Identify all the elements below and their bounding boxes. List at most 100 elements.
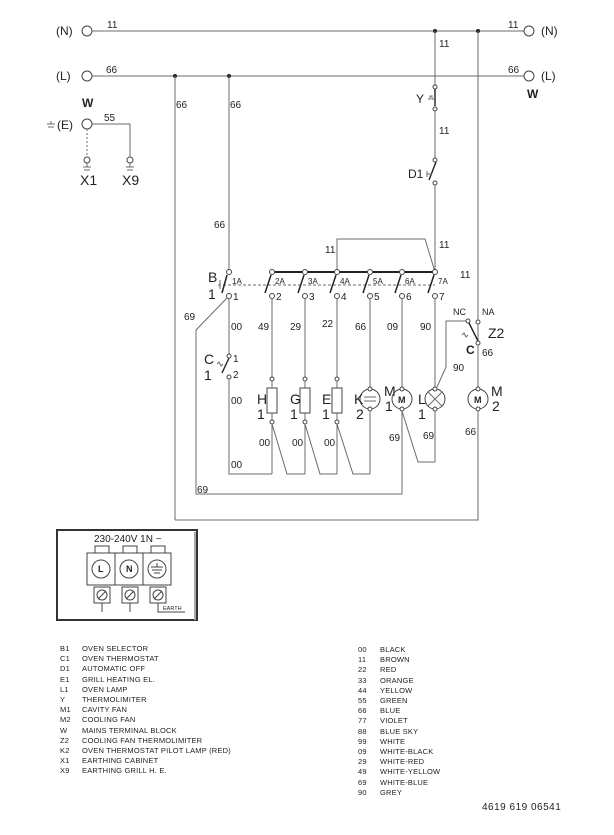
contact-label: 6A [405, 277, 415, 286]
thermostat-c1-letter: C [204, 351, 214, 367]
mains-block-label-left: W [82, 96, 94, 110]
document-number: 4619 619 06541 [482, 802, 562, 813]
wire-label: 11 [508, 20, 519, 31]
legend-label: VIOLET [380, 716, 408, 726]
contact-label: 7 [439, 292, 445, 303]
earth-text: EARTH [163, 606, 182, 612]
legend-label: BLACK [380, 645, 406, 654]
contact-label: 1 [233, 354, 239, 365]
legend-code: M1 [60, 705, 71, 715]
mains-terminal-block: 230-240V 1N ~ L N EARTH [56, 529, 198, 621]
legend-label: GRILL HEATING EL. [82, 674, 156, 684]
wire-label: 66 [214, 220, 226, 231]
mains-block-label-right: W [527, 87, 539, 101]
legend-code: X9 [60, 766, 70, 776]
automatic-off-d1-icon [426, 157, 438, 186]
legend-code: 69 [358, 777, 367, 787]
cooling-fan-m2-number: 2 [492, 398, 500, 414]
legend-code: 90 [358, 787, 367, 797]
element-g1-letter: G [290, 391, 301, 407]
cavity-fan-m1-letter: M [384, 383, 396, 399]
wire-label: 11 [439, 39, 450, 50]
legend-code: 66 [358, 706, 367, 716]
earth-symbol-icon [151, 563, 163, 574]
wire-label: 00 [292, 438, 304, 449]
neutral-terminal-left [81, 25, 93, 37]
element-h1-number: 1 [257, 406, 265, 422]
element-h1-letter: H [257, 391, 267, 407]
wire-label: 69 [184, 312, 196, 323]
pilot-lamp-k2-letter: K [354, 391, 364, 407]
legend-code: L1 [60, 684, 69, 694]
legend-code: 77 [358, 716, 367, 726]
legend-label: EARTHING GRILL H. E. [82, 766, 167, 776]
line-terminal-right [523, 70, 535, 82]
contact-label: 3 [309, 292, 315, 303]
legend-label: OVEN SELECTOR [82, 644, 149, 653]
legend-code: B1 [60, 644, 70, 653]
wire-label: 55 [104, 113, 116, 124]
legend-code: 55 [358, 696, 367, 706]
legend-label: OVEN LAMP [82, 684, 128, 694]
legend-label: COOLING FAN [82, 715, 136, 725]
element-g1-number: 1 [290, 406, 298, 422]
motor-symbol: M [398, 395, 406, 405]
contact-label: 5 [374, 292, 380, 303]
legend-label: OVEN THERMOSTAT PILOT LAMP (RED) [82, 746, 231, 756]
wire-label: 00 [259, 438, 271, 449]
oven-thermostat-c1-icon [216, 353, 232, 380]
wire-label: 22 [322, 319, 334, 330]
legend-item: 00 BLACK [358, 645, 440, 655]
wire-label: 11 [460, 270, 471, 281]
earth-grill-label: X9 [122, 172, 139, 188]
wire-label: 11 [107, 20, 118, 31]
line-terminal-left [81, 70, 93, 82]
legend-code: 33 [358, 675, 367, 685]
earth-cabinet-label: X1 [80, 172, 97, 188]
wire-label: 66 [482, 348, 494, 359]
oven-lamp-l1-number: 1 [418, 406, 426, 422]
earth-terminal [81, 118, 93, 130]
legend-label: CAVITY FAN [82, 705, 128, 715]
wire-label: 90 [420, 322, 432, 333]
thermolimiter-y-label: Y [416, 92, 424, 106]
z2-na-label: NA [482, 307, 495, 317]
cavity-fan-m1-number: 1 [385, 398, 393, 414]
legend-item: 33 ORANGE [358, 676, 440, 686]
wire-label: 66 [106, 65, 118, 76]
wire-label: 00 [324, 438, 336, 449]
legend-label: RED [380, 665, 397, 675]
contact-label: 6 [406, 292, 412, 303]
motor-symbol: M [474, 395, 482, 405]
terminal-earth [147, 559, 167, 579]
wire-label: 49 [258, 322, 270, 333]
legend-code: E1 [60, 674, 70, 684]
legend-label: ORANGE [380, 675, 414, 685]
pilot-lamp-k2-number: 2 [356, 406, 364, 422]
heating-element-g1-icon [299, 376, 311, 425]
line-label-left: (L) [56, 69, 71, 83]
legend-item: 77 VIOLET [358, 716, 440, 726]
legend-label: YELLOW [380, 685, 413, 695]
legend-item: L1 OVEN LAMP [60, 685, 231, 695]
contact-label: 2A [275, 277, 285, 286]
contact-label: 2 [276, 292, 282, 303]
legend-code: 00 [358, 645, 367, 654]
